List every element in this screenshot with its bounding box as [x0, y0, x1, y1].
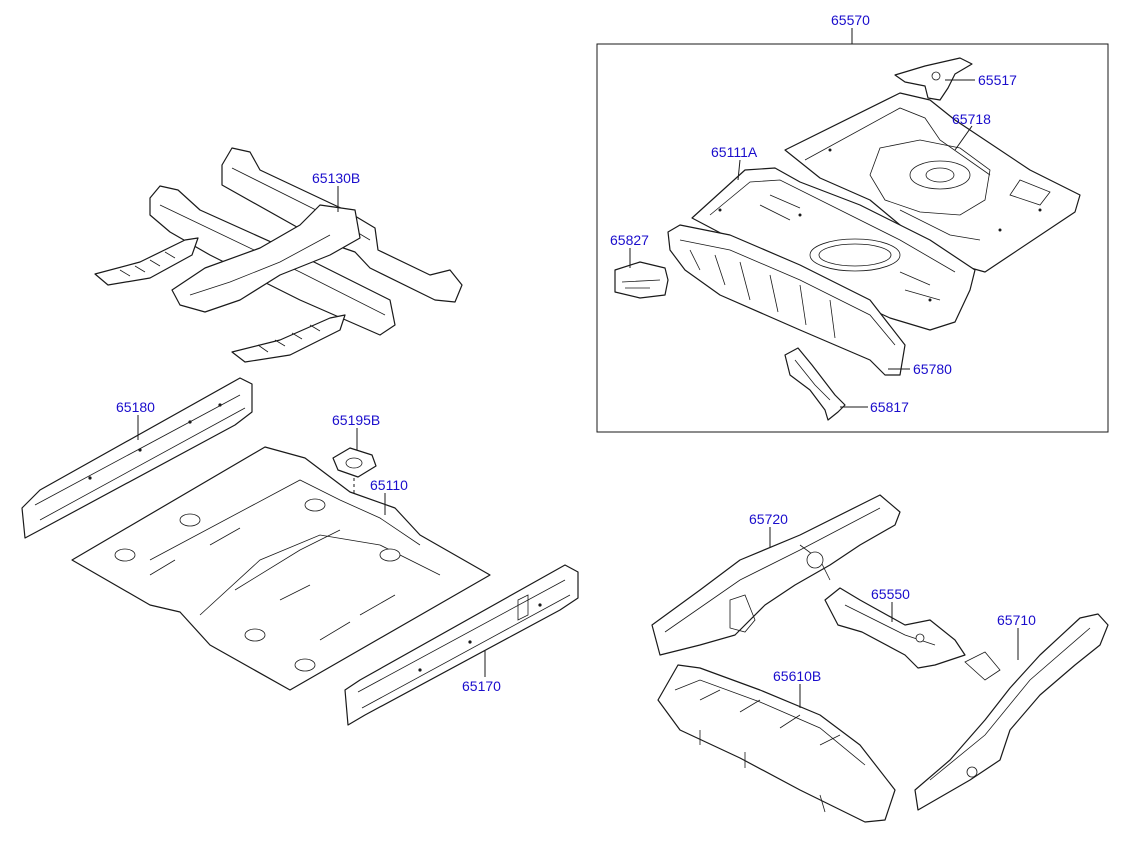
part-label-65780[interactable]: 65780 [913, 361, 952, 377]
part-65130B-front-members[interactable] [94, 147, 463, 363]
part-65718-rear-floor-pan[interactable] [784, 92, 1081, 273]
part-label-65827[interactable]: 65827 [610, 232, 649, 248]
part-65195B-cover[interactable] [332, 447, 377, 478]
part-label-65517[interactable]: 65517 [978, 72, 1017, 88]
part-label-65195B[interactable]: 65195B [332, 412, 380, 428]
part-label-65111A[interactable]: 65111A [711, 144, 758, 160]
part-label-65610B[interactable]: 65610B [773, 668, 821, 684]
part-65550-crossmember[interactable] [824, 587, 966, 669]
leader-65718 [954, 125, 973, 151]
part-65517-bracket[interactable] [894, 57, 973, 101]
part-65827-bracket[interactable] [614, 261, 669, 299]
part-label-65817[interactable]: 65817 [870, 399, 909, 415]
part-label-65130B[interactable]: 65130B [312, 170, 360, 186]
part-65710-rear-side-member[interactable] [914, 613, 1109, 811]
part-65111A-rear-floor-panel[interactable] [691, 167, 976, 331]
part-65817-bracket[interactable] [784, 347, 846, 421]
part-label-65180[interactable]: 65180 [116, 399, 155, 415]
part-65170-side-sill[interactable] [344, 564, 579, 726]
part-65610B-crossmember[interactable] [657, 664, 896, 823]
part-label-65718[interactable]: 65718 [952, 111, 991, 127]
part-65780-crossmember[interactable] [667, 224, 906, 376]
part-label-65550[interactable]: 65550 [871, 586, 910, 602]
leader-65111A [737, 159, 741, 181]
part-label-65170[interactable]: 65170 [462, 678, 501, 694]
part-label-65110[interactable]: 65110 [370, 477, 408, 493]
part-label-65570[interactable]: 65570 [831, 12, 870, 28]
part-65180-side-sill[interactable] [21, 377, 253, 539]
part-label-65720[interactable]: 65720 [749, 511, 788, 527]
part-label-65710[interactable]: 65710 [997, 612, 1036, 628]
